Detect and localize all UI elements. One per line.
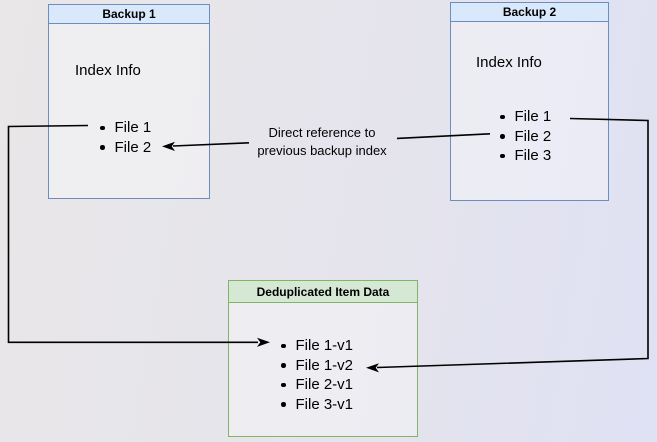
node-deduplicated-item-data-header: Deduplicated Item Data [229, 281, 417, 303]
node-backup-1-title: Backup 1 [102, 7, 156, 21]
node-backup-2-header: Backup 2 [451, 3, 608, 22]
dedup-file-list: File 1-v1 File 1-v2 File 2-v1 File 3-v1 [281, 336, 353, 414]
list-item-label: File 2 [114, 138, 152, 156]
edge-label-direct-reference: Direct reference to previous backup inde… [257, 124, 386, 160]
list-item-label: File 2-v1 [295, 376, 354, 394]
edge-label-line-1: Direct reference to [268, 125, 376, 140]
list-item-label: File 3-v1 [295, 395, 354, 413]
list-item: File 1-v1 [281, 336, 353, 356]
node-deduplicated-item-data-title: Deduplicated Item Data [256, 284, 390, 299]
node-backup-2-title: Backup 2 [502, 5, 557, 19]
bullet-icon [500, 134, 505, 139]
list-item: File 2-v1 [281, 375, 353, 395]
backup-1-index-info-label: Index Info [75, 62, 141, 79]
bullet-icon [281, 363, 286, 368]
edge-label-line-2: previous backup index [257, 143, 387, 158]
list-item: File 3-v1 [281, 395, 353, 415]
bullet-icon [281, 402, 286, 407]
node-deduplicated-item-data: Deduplicated Item Data File 1-v1 File 1-… [228, 280, 418, 437]
backup-2-file-list: File 1 File 2 File 3 [500, 107, 551, 166]
bullet-icon [500, 153, 505, 158]
list-item-label: File 1-v1 [295, 337, 354, 355]
bullet-icon [500, 114, 505, 119]
list-item: File 1 [500, 107, 551, 127]
list-item-label: File 1 [514, 108, 552, 126]
list-item: File 3 [500, 146, 551, 166]
node-backup-2: Backup 2 Index Info File 1 File 2 File 3 [450, 2, 609, 201]
list-item-label: File 3 [514, 147, 552, 165]
list-item: File 2 [500, 127, 551, 147]
backup-1-file-list: File 1 File 2 [100, 118, 151, 157]
bullet-icon [281, 382, 286, 387]
node-backup-1-header: Backup 1 [49, 5, 209, 24]
list-item: File 1 [100, 118, 151, 138]
list-item-label: File 1-v2 [295, 356, 354, 374]
backup-2-index-info-label: Index Info [476, 54, 542, 71]
node-backup-1: Backup 1 Index Info File 1 File 2 [48, 4, 210, 199]
bullet-icon [100, 145, 105, 150]
bullet-icon [281, 343, 286, 348]
list-item: File 2 [100, 138, 151, 158]
bullet-icon [100, 125, 105, 130]
list-item-label: File 1 [114, 119, 152, 137]
list-item-label: File 2 [514, 127, 552, 145]
list-item: File 1-v2 [281, 356, 353, 376]
